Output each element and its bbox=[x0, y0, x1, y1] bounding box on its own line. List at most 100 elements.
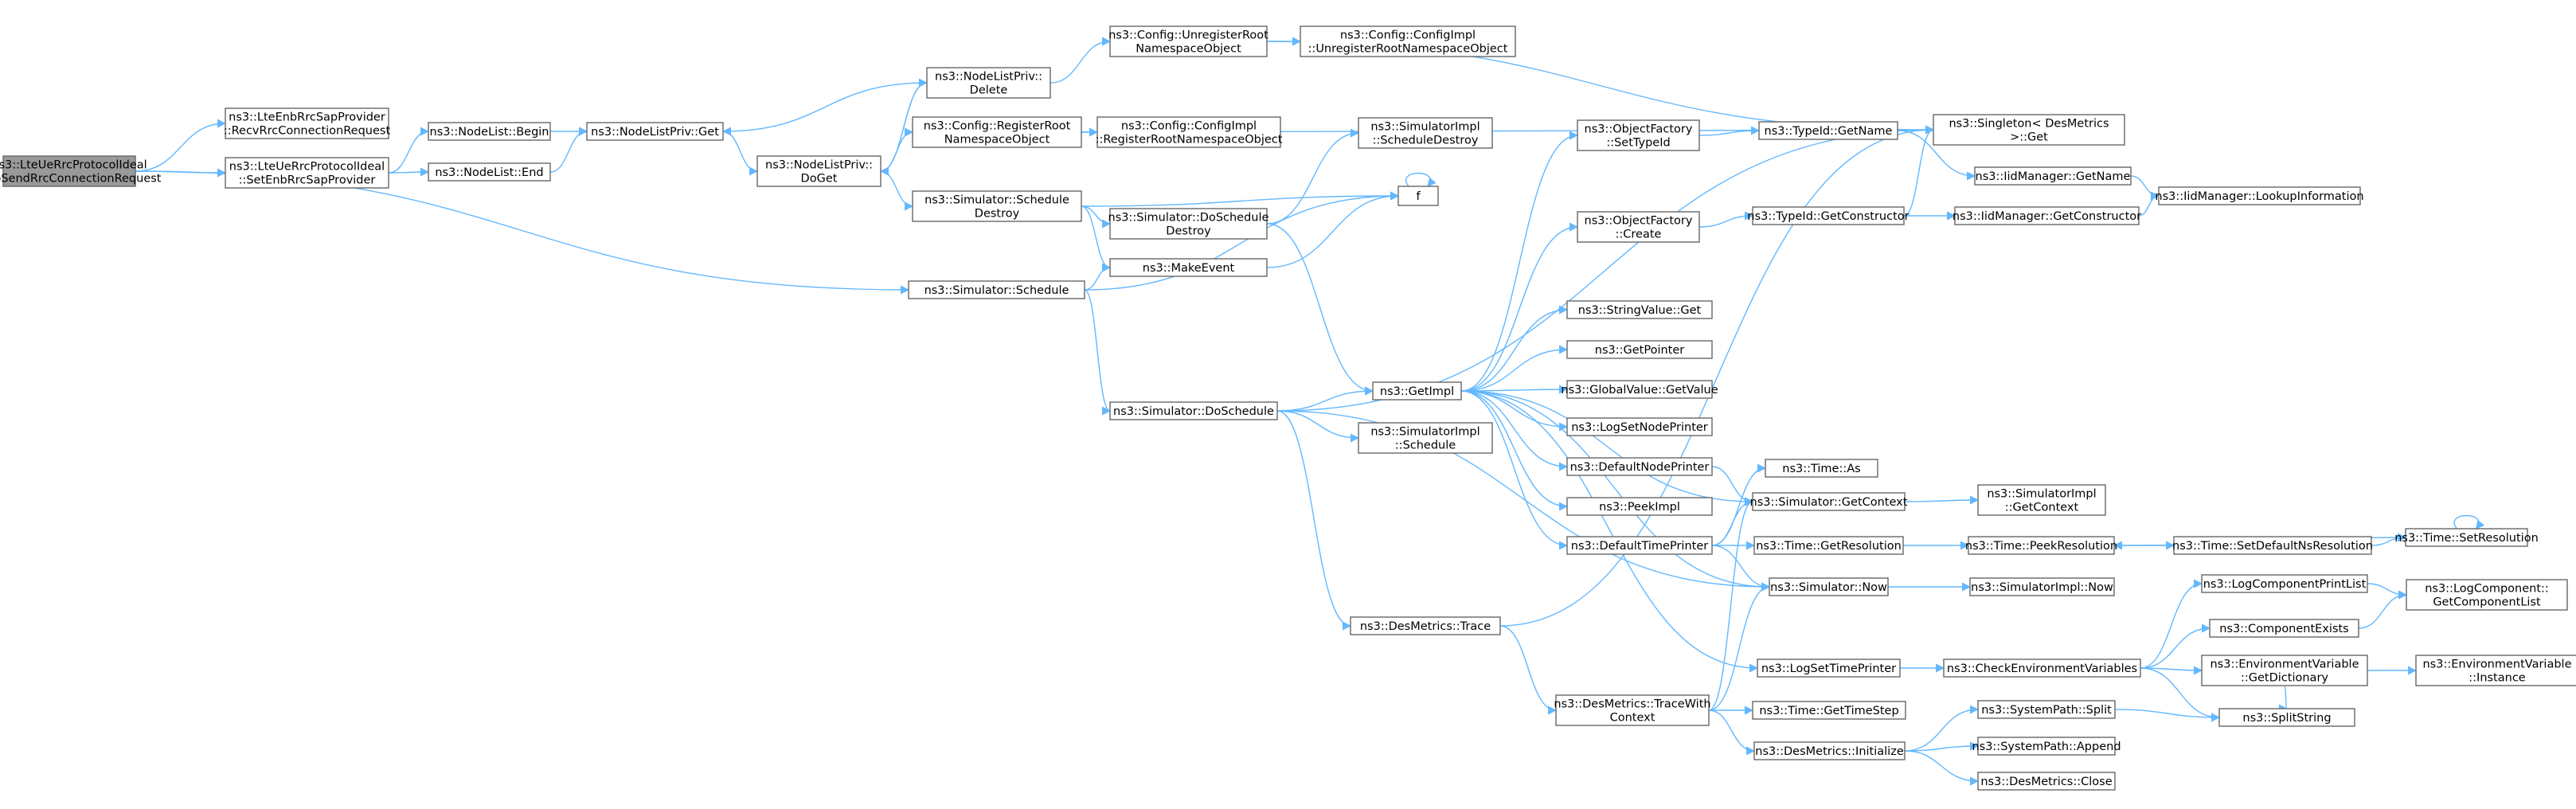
node-timesetdefns[interactable]: ns3::Time::SetDefaultNsResolution bbox=[2172, 536, 2373, 555]
node-timesetres[interactable]: ns3::Time::SetResolution bbox=[2394, 528, 2539, 547]
node-creg[interactable]: ns3::Config::ConfigImpl::RegisterRootNam… bbox=[1096, 116, 1283, 148]
node-iidlookup[interactable]: ns3::IidManager::LookupInformation bbox=[2155, 186, 2364, 205]
edge-schdestroy-to-f bbox=[1081, 191, 1400, 207]
node-label: ns3::Simulator::GetContext bbox=[1750, 496, 1908, 509]
node-desclose[interactable]: ns3::DesMetrics::Close bbox=[1977, 772, 2116, 791]
node-typeidgetctor[interactable]: ns3::TypeId::GetConstructor bbox=[1747, 206, 1910, 225]
edge-line bbox=[2138, 191, 2160, 217]
node-timepeekres[interactable]: ns3::Time::PeekResolution bbox=[1965, 536, 2117, 555]
node-simimplschedule[interactable]: ns3::SimulatorImpl::Schedule bbox=[1358, 422, 1493, 454]
node-recv[interactable]: ns3::LteEnbRrcSapProvider::RecvRrcConnec… bbox=[224, 107, 391, 139]
node-create[interactable]: ns3::ObjectFactory::Create bbox=[1577, 211, 1700, 243]
node-delete[interactable]: ns3::NodeListPriv::Delete bbox=[926, 67, 1051, 99]
node-root[interactable]: ns3::LteUeRrcProtocolIdeal::DoSendRrcCon… bbox=[0, 155, 162, 187]
edge-typeidgetctor-to-singleton bbox=[1903, 125, 1935, 217]
node-makeevent[interactable]: ns3::MakeEvent bbox=[1109, 258, 1268, 277]
node-box bbox=[1977, 737, 2116, 756]
node-iidgetname[interactable]: ns3::IidManager::GetName bbox=[1974, 166, 2132, 186]
node-logcompprint[interactable]: ns3::LogComponentPrintList bbox=[2201, 574, 2368, 593]
node-getpointer[interactable]: ns3::GetPointer bbox=[1566, 340, 1713, 359]
node-logsettime[interactable]: ns3::LogSetTimePrinter bbox=[1757, 659, 1901, 678]
node-box bbox=[1977, 484, 2106, 516]
node-box bbox=[1109, 25, 1268, 57]
node-globalget[interactable]: ns3::GlobalValue::GetValue bbox=[1561, 380, 1718, 399]
node-logcompget[interactable]: ns3::LogComponent::GetComponentList bbox=[2406, 579, 2568, 611]
node-schedule[interactable]: ns3::Simulator::Schedule bbox=[908, 280, 1085, 299]
node-envinst[interactable]: ns3::EnvironmentVariable::Instance bbox=[2415, 655, 2576, 686]
node-simimplnow[interactable]: ns3::SimulatorImpl::Now bbox=[1969, 577, 2115, 596]
node-label: ns3::GlobalValue::GetValue bbox=[1561, 384, 1718, 397]
edge-delete-to-doget bbox=[879, 82, 928, 176]
node-simnow[interactable]: ns3::Simulator::Now bbox=[1769, 577, 1889, 596]
node-label: DoGet bbox=[801, 173, 838, 186]
node-label: ns3::EnvironmentVariable bbox=[2422, 659, 2571, 671]
node-label: ::UnregisterRootNamespaceObject bbox=[1308, 43, 1508, 56]
node-defnode[interactable]: ns3::DefaultNodePrinter bbox=[1566, 457, 1713, 476]
node-doschedule[interactable]: ns3::Simulator::DoSchedule bbox=[1109, 401, 1278, 420]
node-compexists[interactable]: ns3::ComponentExists bbox=[2209, 619, 2359, 638]
node-cunreg[interactable]: ns3::Config::ConfigImpl::UnregisterRootN… bbox=[1300, 25, 1516, 57]
node-timegetres[interactable]: ns3::Time::GetResolution bbox=[1753, 536, 1904, 555]
node-label: ns3::NodeList::Begin bbox=[430, 126, 549, 139]
node-trace[interactable]: ns3::DesMetrics::Trace bbox=[1350, 616, 1501, 635]
node-timeas[interactable]: ns3::Time::As bbox=[1765, 459, 1878, 478]
node-simimplschdestroy[interactable]: ns3::SimulatorImpl::ScheduleDestroy bbox=[1358, 117, 1493, 149]
node-setenb[interactable]: ns3::LteUeRrcProtocolIdeal::SetEnbRrcSap… bbox=[225, 157, 389, 189]
edge-line bbox=[1711, 545, 1771, 592]
node-layer: ns3::LteUeRrcProtocolIdeal::DoSendRrcCon… bbox=[0, 25, 2576, 791]
node-syssplit[interactable]: ns3::SystemPath::Split bbox=[1977, 700, 2116, 719]
edge-line bbox=[880, 170, 914, 211]
node-schdestroy[interactable]: ns3::Simulator::ScheduleDestroy bbox=[912, 190, 1082, 222]
edge-line bbox=[879, 82, 928, 176]
node-doget[interactable]: ns3::NodeListPriv::DoGet bbox=[756, 155, 881, 187]
edge-create-to-typeidgetctor bbox=[1698, 211, 1754, 228]
node-box bbox=[926, 67, 1051, 99]
node-reg[interactable]: ns3::Config::RegisterRootNamespaceObject bbox=[912, 116, 1082, 148]
node-splitstring[interactable]: ns3::SplitString bbox=[2218, 708, 2355, 727]
edge-checkenv-to-logcompprint bbox=[2140, 579, 2203, 669]
node-checkenv[interactable]: ns3::CheckEnvironmentVariables bbox=[1943, 659, 2141, 678]
node-timesteps[interactable]: ns3::Time::GetTimeStep bbox=[1752, 701, 1906, 720]
node-begin[interactable]: ns3::NodeList::Begin bbox=[428, 122, 551, 141]
edge-settypeid-to-typeidgetname bbox=[1698, 126, 1761, 136]
node-f[interactable]: f bbox=[1397, 186, 1439, 206]
node-singleton[interactable]: ns3::Singleton< DesMetrics>::Get bbox=[1933, 114, 2125, 146]
node-box bbox=[1977, 700, 2116, 719]
node-label: ns3::ObjectFactory bbox=[1585, 123, 1693, 136]
node-label: ns3::Time::GetTimeStep bbox=[1759, 705, 1898, 717]
node-label: ns3::Time::GetResolution bbox=[1756, 540, 1902, 553]
node-label: ns3::Simulator::DoSchedule bbox=[1113, 405, 1274, 418]
node-box bbox=[1757, 659, 1901, 678]
node-getimpl[interactable]: ns3::GetImpl bbox=[1372, 381, 1462, 401]
node-label: ns3::Config::UnregisterRoot bbox=[1108, 29, 1268, 42]
node-unreg[interactable]: ns3::Config::UnregisterRootNamespaceObje… bbox=[1108, 25, 1268, 57]
node-desinit[interactable]: ns3::DesMetrics::Initialize bbox=[1753, 741, 1906, 760]
edge-line bbox=[1460, 390, 1754, 506]
node-end[interactable]: ns3::NodeList::End bbox=[428, 162, 551, 182]
node-stringget[interactable]: ns3::StringValue::Get bbox=[1566, 300, 1713, 319]
node-deftime[interactable]: ns3::DefaultTimePrinter bbox=[1566, 536, 1713, 555]
edge-line bbox=[1904, 750, 1980, 786]
node-box bbox=[2201, 655, 2368, 686]
node-logsetnode[interactable]: ns3::LogSetNodePrinter bbox=[1566, 417, 1713, 436]
node-envdict[interactable]: ns3::EnvironmentVariable::GetDictionary bbox=[2201, 655, 2368, 686]
node-peekimpl[interactable]: ns3::PeekImpl bbox=[1566, 497, 1713, 516]
node-simimplgetctx[interactable]: ns3::SimulatorImpl::GetContext bbox=[1977, 484, 2106, 516]
node-sysappend[interactable]: ns3::SystemPath::Append bbox=[1972, 737, 2121, 756]
edge-timesetres-to-timesetres bbox=[2453, 514, 2485, 530]
node-typeidgetname[interactable]: ns3::TypeId::GetName bbox=[1758, 121, 1898, 140]
node-label: ns3::PeekImpl bbox=[1599, 501, 1680, 514]
node-box bbox=[2405, 528, 2528, 547]
node-simgetctx[interactable]: ns3::Simulator::GetContext bbox=[1750, 492, 1908, 511]
node-nlpget[interactable]: ns3::NodeListPriv::Get bbox=[586, 122, 724, 141]
node-label: ::DoSendRrcConnectionRequest bbox=[0, 173, 162, 186]
node-iidgetctor[interactable]: ns3::IidManager::GetConstructor bbox=[1953, 206, 2141, 225]
node-box bbox=[1397, 186, 1439, 206]
node-label: ns3::LogComponentPrintList bbox=[2203, 578, 2367, 591]
edge-line bbox=[1698, 126, 1761, 136]
edge-line bbox=[1276, 410, 1771, 592]
node-settypeid[interactable]: ns3::ObjectFactory::SetTypeId bbox=[1577, 119, 1700, 151]
edge-schedule-to-f bbox=[1084, 191, 1400, 291]
